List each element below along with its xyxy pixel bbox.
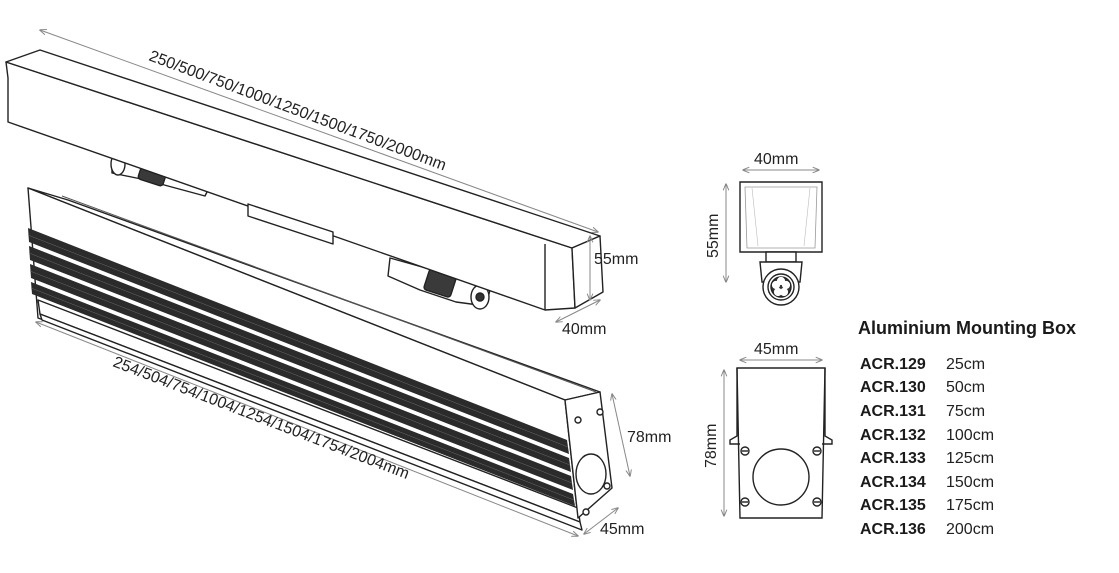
dimension-lines: [36, 30, 630, 536]
product-size: 75cm: [946, 402, 986, 420]
product-size: 100cm: [946, 426, 995, 444]
dim-end-box-width: 45mm: [754, 341, 798, 358]
end-view-box: [729, 367, 833, 519]
list-item: ACR.133 125cm: [858, 447, 1116, 471]
list-item: ACR.134 150cm: [858, 471, 1116, 495]
dim-box-width: 45mm: [600, 521, 644, 538]
list-item: ACR.130 50cm: [858, 377, 1116, 401]
list-item: ACR.129 25cm: [858, 353, 1116, 377]
list-item: ACR.131 75cm: [858, 400, 1116, 424]
product-size: 25cm: [946, 355, 986, 373]
product-size: 125cm: [946, 450, 995, 468]
dim-end-top-height: 55mm: [705, 214, 722, 258]
dim-box-height: 78mm: [627, 429, 671, 446]
list-item: ACR.136 200cm: [858, 518, 1116, 542]
product-size: 200cm: [946, 520, 995, 538]
dim-top-height: 55mm: [594, 251, 638, 268]
dim-end-box-height: 78mm: [703, 424, 720, 468]
product-code: ACR.133: [860, 450, 926, 468]
dim-top-width: 40mm: [562, 321, 606, 338]
top-end-face: [571, 235, 604, 309]
product-code: ACR.129: [860, 355, 926, 373]
list-item: ACR.132 100cm: [858, 424, 1116, 448]
product-size: 175cm: [946, 497, 995, 515]
dim-end-top-width: 40mm: [754, 151, 798, 168]
product-code: ACR.135: [860, 497, 926, 515]
product-size: 150cm: [946, 473, 995, 491]
end-view-profile: [739, 181, 823, 306]
product-code: ACR.136: [860, 520, 926, 538]
product-code: ACR.130: [860, 379, 926, 397]
product-code: ACR.131: [860, 402, 926, 420]
product-size: 50cm: [946, 379, 986, 397]
product-code: ACR.134: [860, 473, 926, 491]
product-code: ACR.132: [860, 426, 926, 444]
list-item: ACR.135 175cm: [858, 495, 1116, 519]
panel-title: Aluminium Mounting Box: [858, 318, 1076, 338]
